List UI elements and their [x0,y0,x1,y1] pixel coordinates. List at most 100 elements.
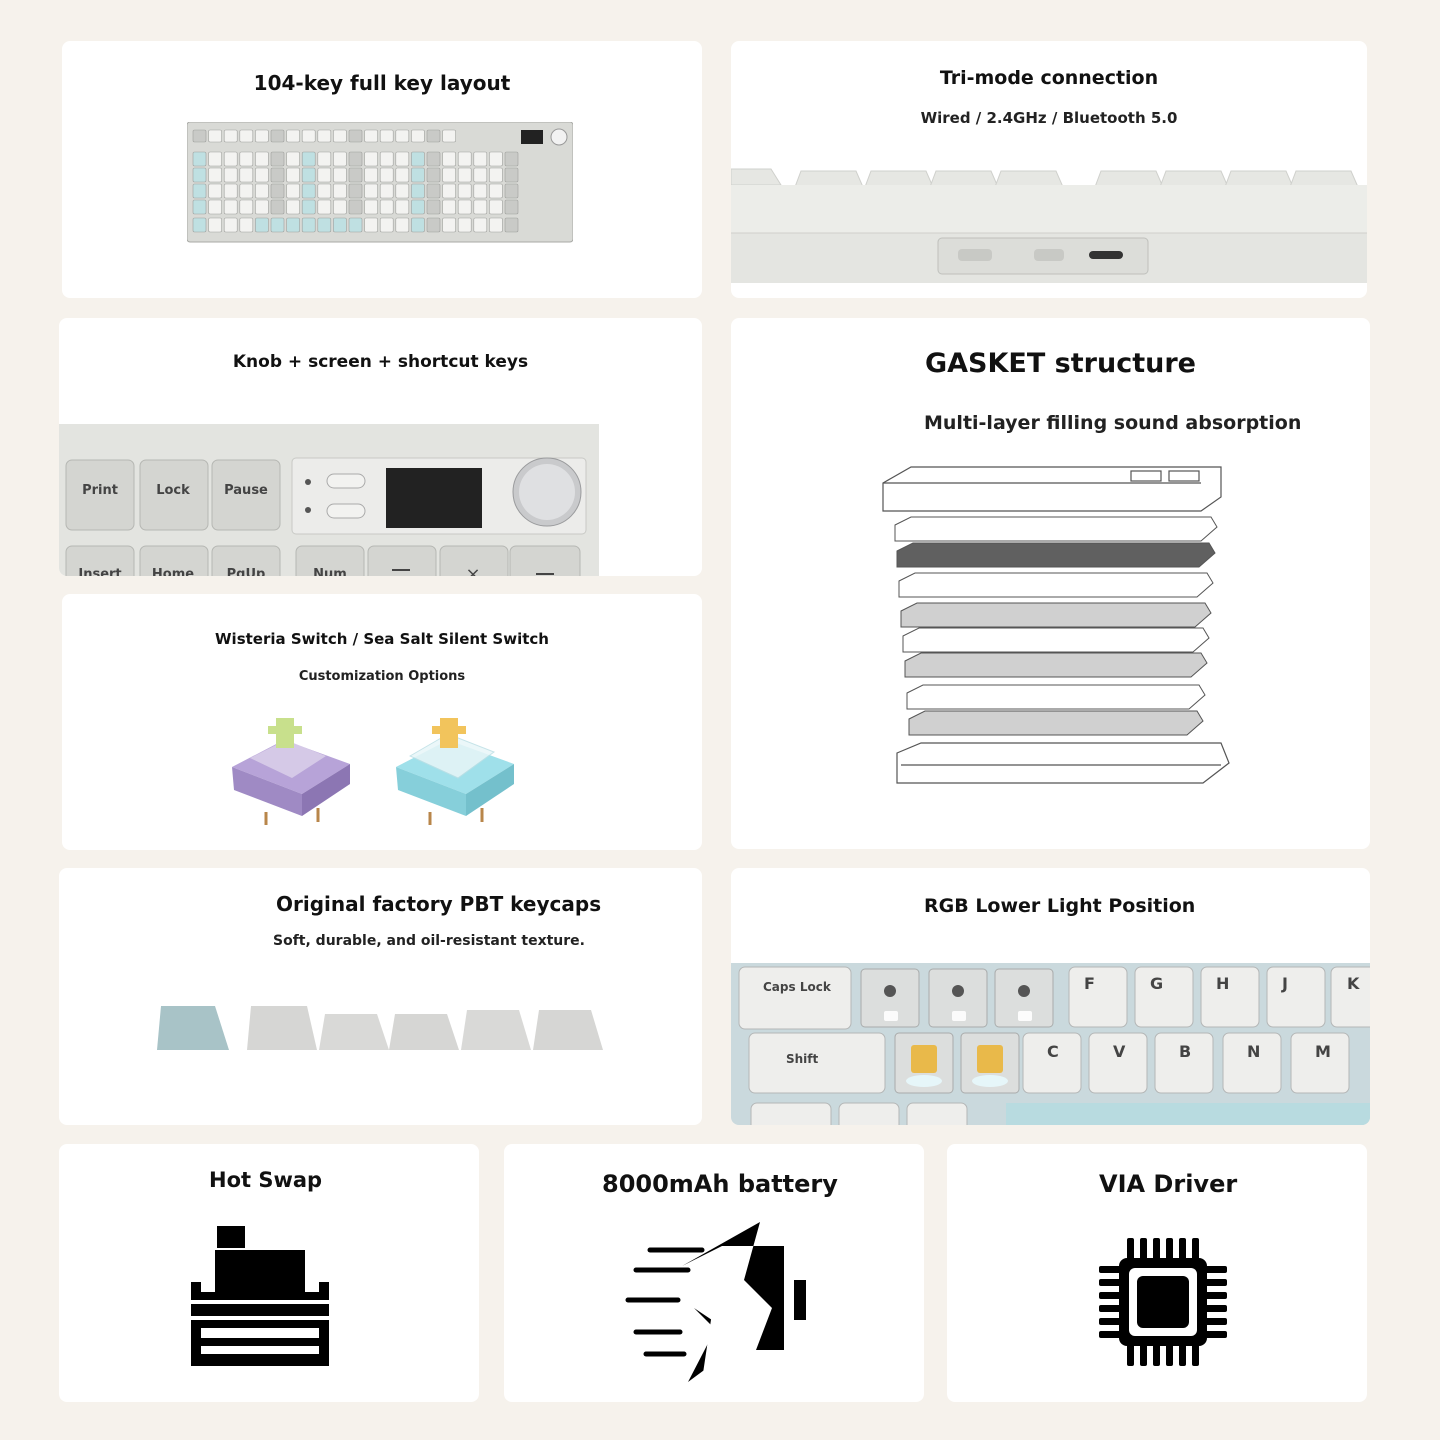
mini-keycap [239,183,254,199]
keycaps-image [157,1006,603,1050]
mini-keycap [286,183,300,199]
keycap-title: Original factory PBT keycaps [276,892,602,916]
mini-keycap [333,151,347,167]
mini-keycap [348,199,363,215]
layout-card: 104-key full key layout [62,41,702,298]
mini-keycap [489,167,503,183]
mini-keycap [348,151,363,167]
mini-keycap [395,183,410,199]
mini-keycap [348,129,363,143]
mini-keycap [333,199,347,215]
mini-keycap [333,167,347,183]
mini-keycap [223,151,238,167]
mini-keycap [411,151,425,167]
mini-keycap [489,199,503,215]
mini-keycap [301,199,316,215]
chip-pin [1099,1279,1121,1286]
hotswap-card: Hot Swap [59,1144,479,1402]
mini-keycap [395,129,410,143]
mini-keycap [301,167,316,183]
mini-keycap [504,183,519,199]
mini-keycap [473,199,488,215]
switch-title: Wisteria Switch / Sea Salt Silent Switch [215,630,549,648]
keycap-card: Original factory PBT keycaps Soft, durab… [59,868,702,1125]
mini-keycap [333,183,347,199]
chip-pin [1205,1292,1227,1299]
mini-keycap [223,167,238,183]
mini-keycap [442,183,456,199]
chip-pin [1192,1344,1199,1366]
mini-keycap [270,129,285,143]
mini-keycap [239,217,254,233]
mini-keycap [379,129,394,143]
connection-subtitle: Wired / 2.4GHz / Bluetooth 5.0 [920,109,1178,127]
chip-pin [1153,1344,1160,1366]
rgb-key-m: M [1315,1042,1331,1061]
mini-keycap [364,199,378,215]
mini-keycap [457,217,472,233]
chip-pin [1205,1331,1227,1338]
mini-keycap [489,183,503,199]
mini-keycap [286,151,300,167]
rgb-key-c: C [1047,1042,1059,1061]
mini-keycap [504,217,519,233]
mini-keycap [348,167,363,183]
mini-keycap [379,217,394,233]
chip-pin [1179,1344,1186,1366]
mini-keycap [442,167,456,183]
mini-keycap [426,199,441,215]
mini-keycap [286,167,300,183]
chip-pin [1166,1344,1173,1366]
mini-keycap [442,151,456,167]
mini-keycap [192,151,207,167]
mini-keycap [317,217,332,233]
mini-keycap [255,199,269,215]
mini-keycap [223,217,238,233]
mini-keycap [192,129,207,143]
chip-pin [1205,1279,1227,1286]
mini-keycap [255,151,269,167]
rgb-key-caps-lock: Caps Lock [763,980,832,994]
chip-pin [1140,1344,1147,1366]
gasket-layer [906,684,1206,710]
battery-card: 8000mAh battery [504,1144,924,1402]
hot-swap-icon [191,1226,329,1366]
rgb-key-n: N [1247,1042,1260,1061]
hotswap-title: Hot Swap [209,1168,323,1192]
battery-title: 8000mAh battery [602,1170,838,1198]
rgb-key-g: G [1150,974,1163,993]
mini-keycap [489,217,503,233]
mini-keycap [208,129,222,143]
knob-card: Knob + screen + shortcut keys Print Lock… [59,318,702,576]
switch-subtitle: Customization Options [298,669,466,684]
key-pause: Pause [224,483,268,498]
mini-keycap [395,199,410,215]
rgb-key-v: V [1113,1042,1126,1061]
mini-keycap [239,199,254,215]
gasket-subtitle: Multi-layer filling sound absorption [924,412,1302,434]
connection-title: Tri-mode connection [939,67,1159,89]
mini-keycap [301,217,316,233]
gasket-exploded-diagram [882,466,1230,784]
mini-keycap [426,217,441,233]
mini-keycap [239,129,254,143]
gasket-layer [904,652,1208,678]
gasket-layer [908,710,1204,736]
layout-title: 104-key full key layout [253,71,511,95]
mini-keycap [442,217,456,233]
mini-keycap [286,199,300,215]
wisteria-switch-image [232,718,350,825]
mini-keycap [255,167,269,183]
mini-keycap [473,217,488,233]
key-num: Num [313,567,347,576]
chip-icon [1099,1238,1227,1366]
mini-keycap [255,183,269,199]
mini-keycap [364,151,378,167]
battery-charging-icon [625,1222,806,1382]
mini-keycap [504,151,519,167]
mini-keycap [192,167,207,183]
mini-keycap [348,183,363,199]
mini-keycap [223,129,238,143]
mini-keycap [208,199,222,215]
mini-keycap [255,217,269,233]
